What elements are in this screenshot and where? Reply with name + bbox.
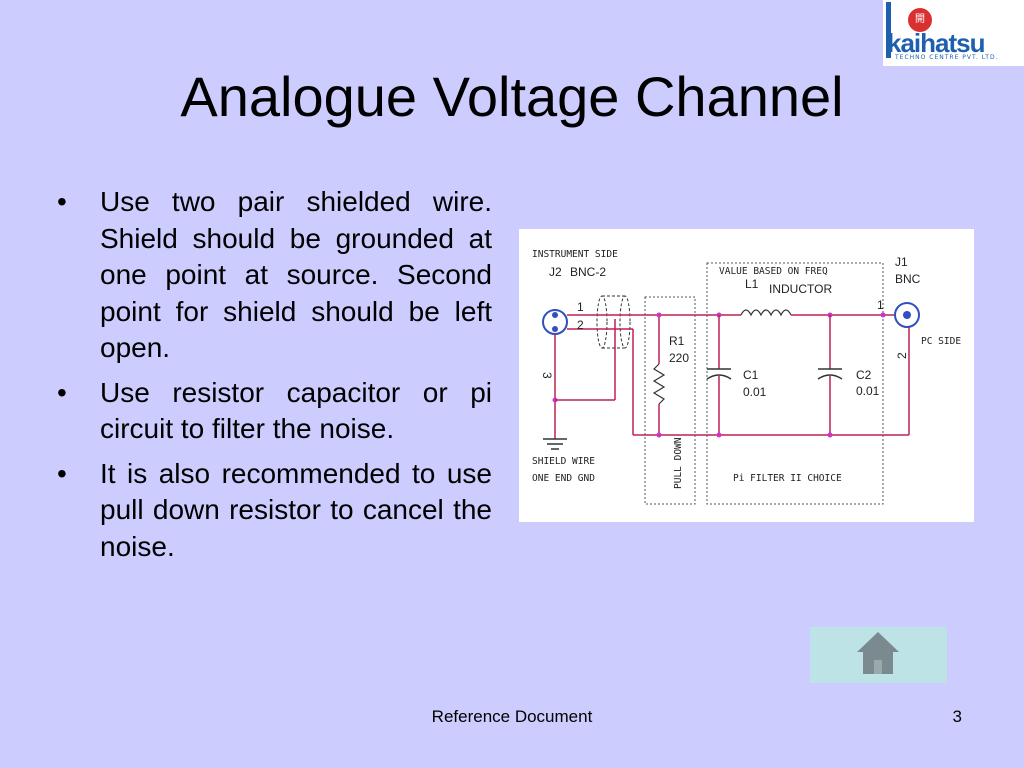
logo-seal: 開 bbox=[908, 8, 932, 32]
label-c1-value: 0.01 bbox=[743, 385, 767, 399]
slide-title: Analogue Voltage Channel bbox=[180, 65, 844, 128]
label-j2: J2 bbox=[549, 265, 562, 279]
label-pin3: 3 bbox=[540, 372, 554, 379]
label-l1: L1 bbox=[745, 277, 759, 291]
circuit-schematic: INSTRUMENT SIDE J2 BNC-2 1 2 3 VALUE BAS… bbox=[532, 249, 961, 505]
label-r1: R1 bbox=[669, 334, 685, 348]
bullet-glyph: • bbox=[57, 376, 67, 408]
label-pull-down: PULL DOWN bbox=[673, 437, 684, 489]
bullet-item: • Use resistor capacitor or pi circuit to… bbox=[57, 375, 492, 448]
bullet-item: • It is also recommended to use pull down… bbox=[57, 456, 492, 566]
company-logo: 開 kaihatsu TECHNO CENTRE PVT. LTD. bbox=[883, 0, 1024, 66]
label-j1-pin1: 1 bbox=[877, 298, 884, 312]
j2-pin2-dot bbox=[552, 326, 558, 332]
bullet-text: It is also recommended to use pull down … bbox=[100, 457, 492, 562]
circuit-diagram: INSTRUMENT SIDE J2 BNC-2 1 2 3 VALUE BAS… bbox=[519, 229, 974, 522]
logo-bar bbox=[886, 2, 891, 58]
shield-ellipse-1 bbox=[596, 295, 608, 349]
label-c2: C2 bbox=[856, 368, 872, 382]
page-number: 3 bbox=[952, 707, 962, 726]
node bbox=[656, 432, 662, 438]
label-c2-value: 0.01 bbox=[856, 384, 880, 398]
label-j1: J1 bbox=[895, 255, 908, 269]
node bbox=[656, 312, 662, 318]
pi-filter-box bbox=[706, 262, 884, 505]
label-inductor: INDUCTOR bbox=[769, 282, 832, 296]
label-value-based: VALUE BASED ON FREQ bbox=[719, 266, 828, 277]
label-c1: C1 bbox=[743, 368, 759, 382]
label-pin1: 1 bbox=[577, 300, 584, 314]
label-one-end-gnd: ONE END GND bbox=[532, 473, 595, 484]
label-shield-wire: SHIELD WIRE bbox=[532, 456, 595, 467]
inductor-l1-icon bbox=[740, 309, 792, 317]
label-bnc: BNC bbox=[895, 272, 921, 286]
logo-wordmark: kaihatsu bbox=[887, 28, 985, 58]
label-j1-pin2: 2 bbox=[895, 352, 909, 359]
bullet-text: Use two pair shielded wire. Shield shoul… bbox=[100, 186, 492, 363]
pull-down-box bbox=[644, 296, 696, 505]
bullet-text: Use resistor capacitor or pi circuit to … bbox=[100, 376, 492, 445]
label-bnc2: BNC-2 bbox=[570, 265, 606, 279]
home-button[interactable] bbox=[810, 627, 947, 683]
node bbox=[716, 432, 722, 438]
label-pi-filter: Pi FILTER II CHOICE bbox=[733, 473, 842, 484]
resistor-r1-icon bbox=[652, 363, 666, 405]
label-r1-value: 220 bbox=[669, 351, 689, 365]
bullet-glyph: • bbox=[57, 457, 67, 489]
logo-tagline: TECHNO CENTRE PVT. LTD. bbox=[895, 54, 999, 61]
label-pin2: 2 bbox=[577, 318, 584, 332]
bullet-glyph: • bbox=[57, 186, 67, 217]
node bbox=[880, 312, 886, 318]
j1-pin-dot bbox=[903, 311, 911, 319]
shield-ellipse-2 bbox=[619, 295, 631, 349]
bullet-item: • Use two pair shielded wire. Shield shou… bbox=[57, 184, 492, 367]
label-pc-side: PC SIDE bbox=[921, 336, 961, 347]
j2-pin1-dot bbox=[552, 312, 558, 318]
home-icon bbox=[857, 632, 899, 674]
bullet-list: • Use two pair shielded wire. Shield shou… bbox=[57, 184, 492, 573]
footer-reference: Reference Document bbox=[431, 707, 593, 726]
node bbox=[827, 432, 833, 438]
label-instrument-side: INSTRUMENT SIDE bbox=[532, 249, 618, 260]
